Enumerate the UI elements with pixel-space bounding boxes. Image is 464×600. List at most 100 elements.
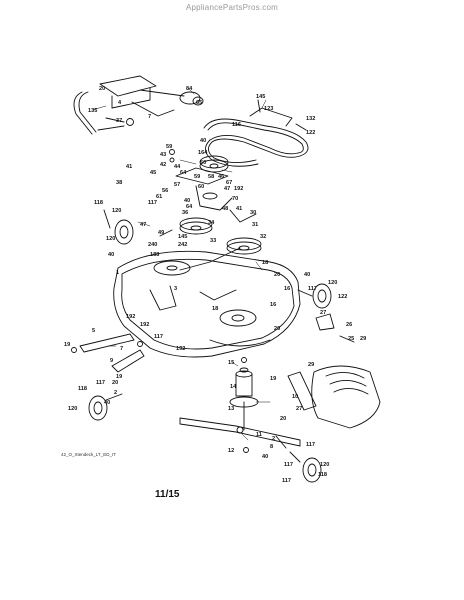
callout-189-b: 192 [176, 346, 185, 352]
left-gauge-wheel [103, 209, 134, 245]
callout-4: 4 [118, 100, 122, 106]
callout-47: 47 [224, 186, 230, 192]
callout-118-b: 122 [338, 294, 347, 300]
callout-5: 5 [92, 328, 95, 334]
page-number: 11/15 [155, 489, 180, 500]
mower-deck-housing [113, 247, 301, 358]
callout-189: 192 [140, 322, 149, 328]
callout-32: 32 [260, 234, 266, 240]
callout-57: 59 [166, 144, 172, 150]
callout-40: 40 [200, 138, 206, 144]
callout-42: 42 [160, 162, 166, 168]
callout-38: 38 [116, 180, 122, 186]
callout-20: 19 [270, 376, 276, 382]
callout-113-e: 117 [282, 478, 291, 484]
lift-linkage-assembly [73, 75, 204, 135]
callout-21: 20 [274, 272, 280, 278]
callout-2: 2 [114, 390, 117, 396]
callout-7: 7 [148, 114, 151, 120]
watermark: AppliancePartsPros.com [186, 3, 278, 12]
callout-14: 14 [230, 384, 237, 390]
callout-19-b: 19 [116, 374, 122, 380]
callout-2-b: 2 [272, 436, 275, 442]
callout-11: 11 [256, 432, 262, 438]
callout-50: 50 [200, 160, 206, 166]
callout-15: 15 [228, 360, 234, 366]
callout-8: 8 [270, 444, 273, 450]
figure-code: 42_O_Xtendeck_LT_ED_IT [61, 452, 116, 457]
callout-135: 145 [256, 94, 265, 100]
idler-pulley-stack [169, 149, 233, 211]
callout-21-d: 20 [280, 416, 286, 422]
callout-116-c: 118 [318, 472, 327, 478]
callout-24: 26 [346, 322, 352, 328]
callout-123: 132 [306, 116, 315, 122]
callout-9: 9 [110, 358, 113, 364]
callout-59: 61 [156, 194, 162, 200]
callout-47-b: 47 [140, 222, 146, 228]
callout-19: 19 [64, 342, 70, 348]
callout-27: 27 [296, 406, 302, 412]
callout-46: 46 [218, 174, 224, 180]
callout-40-d: 40 [304, 272, 310, 278]
callout-40-c: 40 [108, 252, 114, 258]
callout-37: 37 [116, 118, 122, 124]
callout-7-b: 7 [120, 346, 123, 352]
front-hanger-brackets [71, 333, 145, 373]
callout-164: 188 [150, 252, 159, 258]
callout-30: 30 [250, 210, 256, 216]
callout-117-d: 120 [320, 462, 329, 468]
blade-spindle-assembly [229, 357, 259, 431]
callout-117-c: 120 [68, 406, 77, 412]
callout-56: 58 [208, 174, 214, 180]
callout-25: 27 [320, 310, 326, 316]
callout-67: 84 [186, 86, 193, 92]
callout-113-d: 117 [284, 462, 293, 468]
callout-113-b: 117 [308, 286, 317, 292]
callout-117: 120 [112, 208, 121, 214]
callout-29: 29 [308, 362, 314, 368]
callout-176: 192 [234, 186, 243, 192]
callout-192: 240 [148, 242, 157, 248]
callout-113: 117 [148, 200, 157, 206]
callout-60-b: 64 [186, 204, 193, 210]
callout-70: 20 [99, 86, 105, 92]
callout-36: 36 [182, 210, 188, 216]
callout-16: 16 [284, 286, 290, 292]
callout-58: 60 [198, 184, 204, 190]
callout-1: 1 [116, 270, 119, 276]
callout-122: 123 [264, 106, 273, 112]
callout-48: 48 [222, 206, 228, 212]
callout-63: 67 [226, 180, 232, 186]
callout-145: 164 [198, 150, 208, 156]
callout-132: 135 [88, 108, 97, 114]
callout-120: 122 [306, 130, 315, 136]
callout-43: 43 [160, 152, 166, 158]
callout-44: 44 [174, 164, 181, 170]
callout-21-c: 20 [112, 380, 118, 386]
callout-40-f: 40 [262, 454, 268, 460]
mandrel-pulleys [159, 209, 262, 255]
callout-112-b: 117 [306, 442, 315, 448]
callout-54: 56 [162, 188, 168, 194]
callout-84: 116 [232, 122, 241, 128]
callout-49: 49 [158, 230, 164, 236]
callout-134: 145 [178, 234, 187, 240]
callout-26: 29 [360, 336, 366, 342]
callout-45: 45 [150, 170, 156, 176]
callout-113-c: 117 [96, 380, 105, 386]
rear-gauge-wheel-left [88, 393, 123, 421]
rear-gauge-wheel-right [275, 435, 322, 483]
callout-55: 57 [174, 182, 180, 188]
callout-3: 3 [174, 286, 177, 292]
callout-40-b: 40 [184, 198, 190, 204]
callout-40-e: 40 [104, 400, 110, 406]
callout-41: 41 [126, 164, 132, 170]
callout-34: 34 [208, 220, 215, 226]
callout-241: 242 [178, 242, 187, 248]
callout-116: 118 [94, 200, 103, 206]
callout-117-b: 120 [328, 280, 337, 286]
right-gauge-wheel [297, 283, 355, 343]
mower-blade [179, 417, 301, 453]
